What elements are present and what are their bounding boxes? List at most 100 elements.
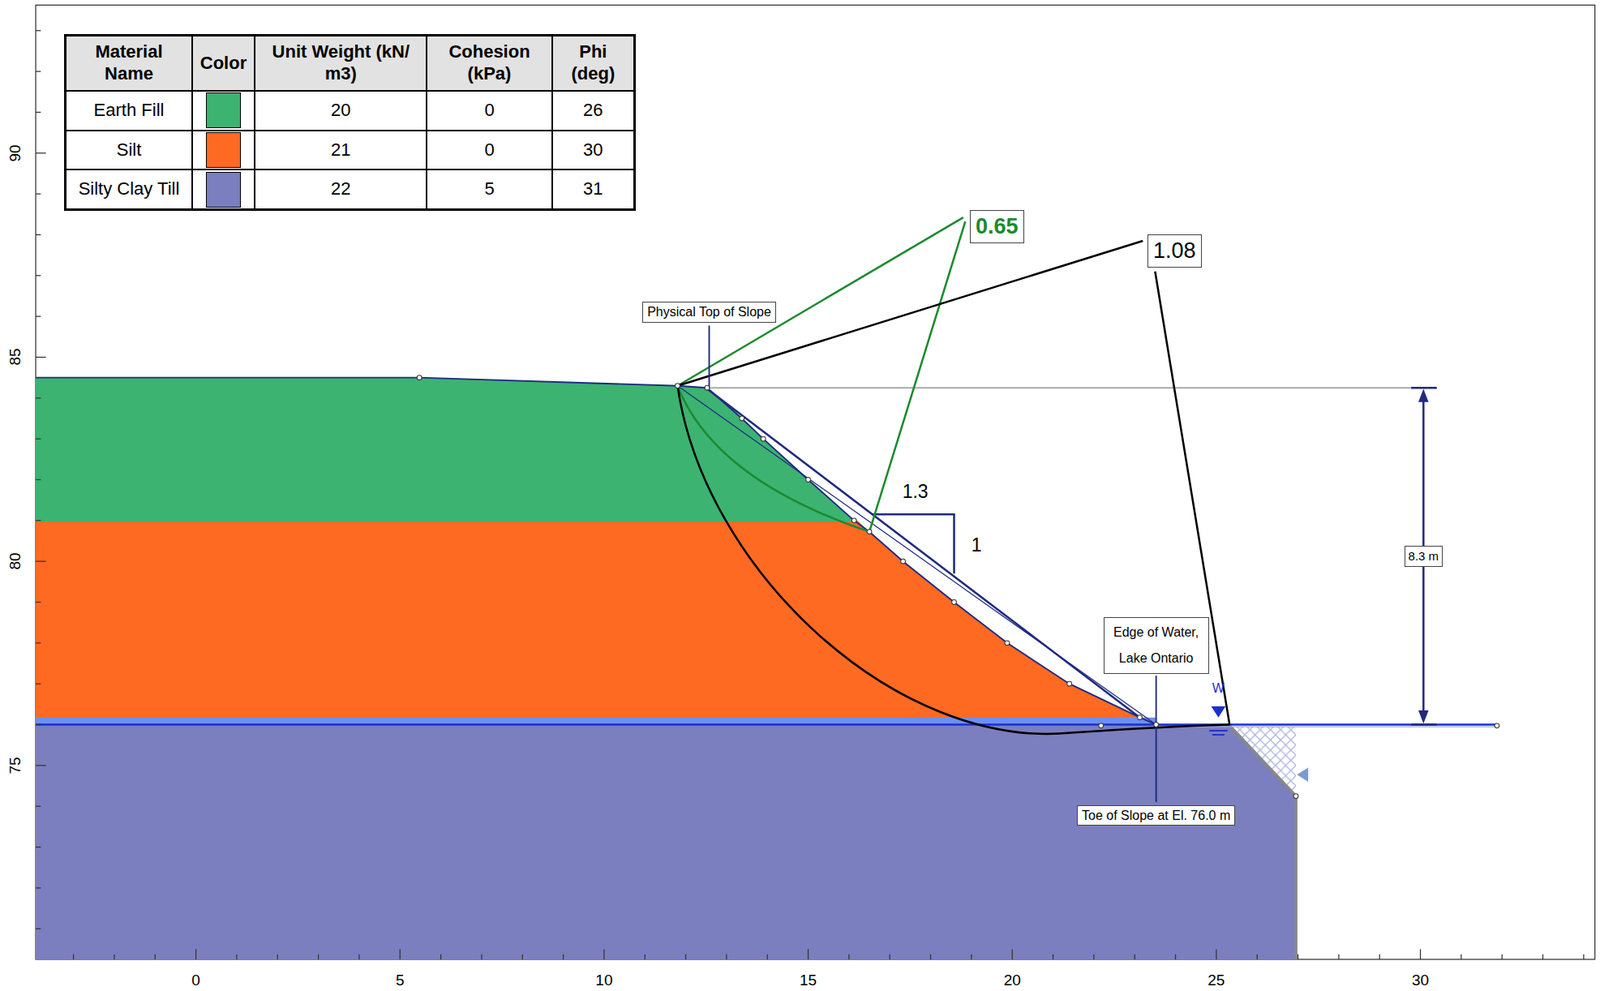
table-cell: Cohesion (kPa) — [427, 36, 551, 91]
axis-tick — [1338, 954, 1339, 960]
color-swatch — [205, 132, 241, 168]
material-name: Earth Fill — [94, 99, 165, 121]
axis-tick — [35, 274, 41, 276]
table-cell: 30 — [553, 131, 634, 170]
axis-tick — [930, 954, 931, 960]
silty-clay-till — [35, 724, 1296, 960]
axis-tick — [72, 954, 74, 960]
material-name: Silt — [116, 139, 142, 161]
axis-tick — [35, 806, 41, 807]
table-cell: Material Name — [66, 36, 192, 91]
axis-tick — [1501, 954, 1503, 960]
vertex-dot — [1098, 723, 1104, 729]
table-cell: Unit Weight (kN/ m3) — [255, 36, 426, 91]
table-cell: 20 — [255, 91, 426, 130]
axis-tick — [807, 948, 809, 960]
axis-tick — [1093, 954, 1094, 960]
table-cell: Color — [193, 36, 254, 91]
axis-tick — [35, 70, 41, 72]
axis-label: 30 — [1411, 971, 1429, 990]
axis-tick — [725, 954, 727, 960]
callout-text: 0.65 — [975, 213, 1019, 240]
axis-tick — [35, 397, 41, 399]
axis-label: 10 — [595, 971, 613, 990]
axis-tick — [562, 954, 564, 960]
axis-tick — [35, 683, 41, 685]
axis-tick — [1012, 948, 1013, 960]
silt-layer — [35, 520, 1157, 725]
axis-tick — [35, 111, 41, 113]
axis-tick — [522, 954, 524, 960]
callout-text: Toe of Slope at El. 76.0 m — [1081, 807, 1231, 824]
vertex-dot — [416, 375, 422, 381]
callout-text: Physical Top of Slope — [647, 304, 772, 320]
table-cell: 21 — [255, 131, 426, 170]
axis-tick — [1419, 948, 1421, 960]
axis-tick — [35, 601, 41, 603]
arrowhead — [1418, 388, 1429, 402]
axis-tick — [889, 954, 891, 960]
axis-tick — [1379, 954, 1381, 960]
vertex-dot — [1137, 715, 1143, 721]
axis-tick — [35, 642, 41, 644]
callout-box: 0.65 — [969, 210, 1025, 243]
vertex-dot — [1494, 723, 1500, 729]
axis-tick — [35, 152, 47, 154]
table-cell: Silt — [66, 131, 192, 170]
axis-tick — [113, 954, 115, 960]
callout-text: 1.08 — [1153, 237, 1197, 264]
axis-tick — [1215, 948, 1217, 960]
axis-tick — [35, 356, 47, 358]
axis-label: 25 — [1207, 971, 1225, 990]
axis-tick — [1256, 954, 1258, 960]
table-value: 20 — [330, 99, 351, 121]
axis-tick — [195, 948, 197, 960]
table-cell: 26 — [553, 91, 634, 130]
plot-frame — [35, 4, 1596, 960]
table-header: Material Name — [69, 41, 189, 85]
axis-tick — [35, 561, 47, 562]
vertex-dot — [1153, 722, 1159, 728]
axis-label: 90 — [6, 144, 25, 162]
axis-tick — [277, 954, 279, 960]
vertex-dot — [704, 385, 710, 391]
callout-box: Toe of Slope at El. 76.0 m — [1076, 805, 1236, 826]
axis-tick — [848, 954, 850, 960]
table-value: 21 — [330, 139, 351, 161]
surface-line — [35, 377, 1157, 725]
axis-tick — [399, 948, 401, 960]
callout-box: Edge of Water, Lake Ontario — [1103, 617, 1210, 674]
reference-line — [707, 386, 1437, 389]
vertex-dot — [900, 558, 906, 564]
material-name: Silty Clay Till — [78, 178, 181, 200]
table-cell: 22 — [255, 170, 426, 209]
table-header: Color — [200, 52, 247, 74]
axis-label: 20 — [1003, 971, 1021, 990]
table-header: Phi (deg) — [556, 41, 631, 85]
axis-tick — [35, 887, 41, 888]
axis-tick — [603, 948, 605, 960]
table-value: 0 — [484, 99, 494, 121]
axis-tick — [35, 519, 41, 521]
slope-line — [677, 386, 1157, 725]
vertex-dot — [851, 518, 857, 524]
leader-line — [869, 221, 966, 532]
leader-line — [1155, 675, 1158, 803]
axis-tick — [1542, 954, 1544, 960]
table-cell — [193, 170, 254, 209]
axis-tick — [1297, 954, 1299, 960]
load-symbol — [1296, 767, 1309, 782]
axis-tick — [767, 954, 768, 960]
table-cell: 0 — [427, 131, 551, 170]
vertex-dot — [675, 383, 681, 389]
vertex-dot — [1293, 793, 1299, 799]
vertex-dot — [1067, 681, 1073, 687]
dimension-tick — [1411, 723, 1437, 726]
table-value: 0 — [484, 139, 494, 161]
axis-tick — [317, 954, 319, 960]
axis-tick — [35, 928, 41, 930]
axis-tick — [35, 30, 41, 31]
slope-ratio: 1.3 — [902, 480, 929, 502]
axis-label: 85 — [6, 348, 25, 366]
vertex-dots — [416, 375, 1500, 799]
